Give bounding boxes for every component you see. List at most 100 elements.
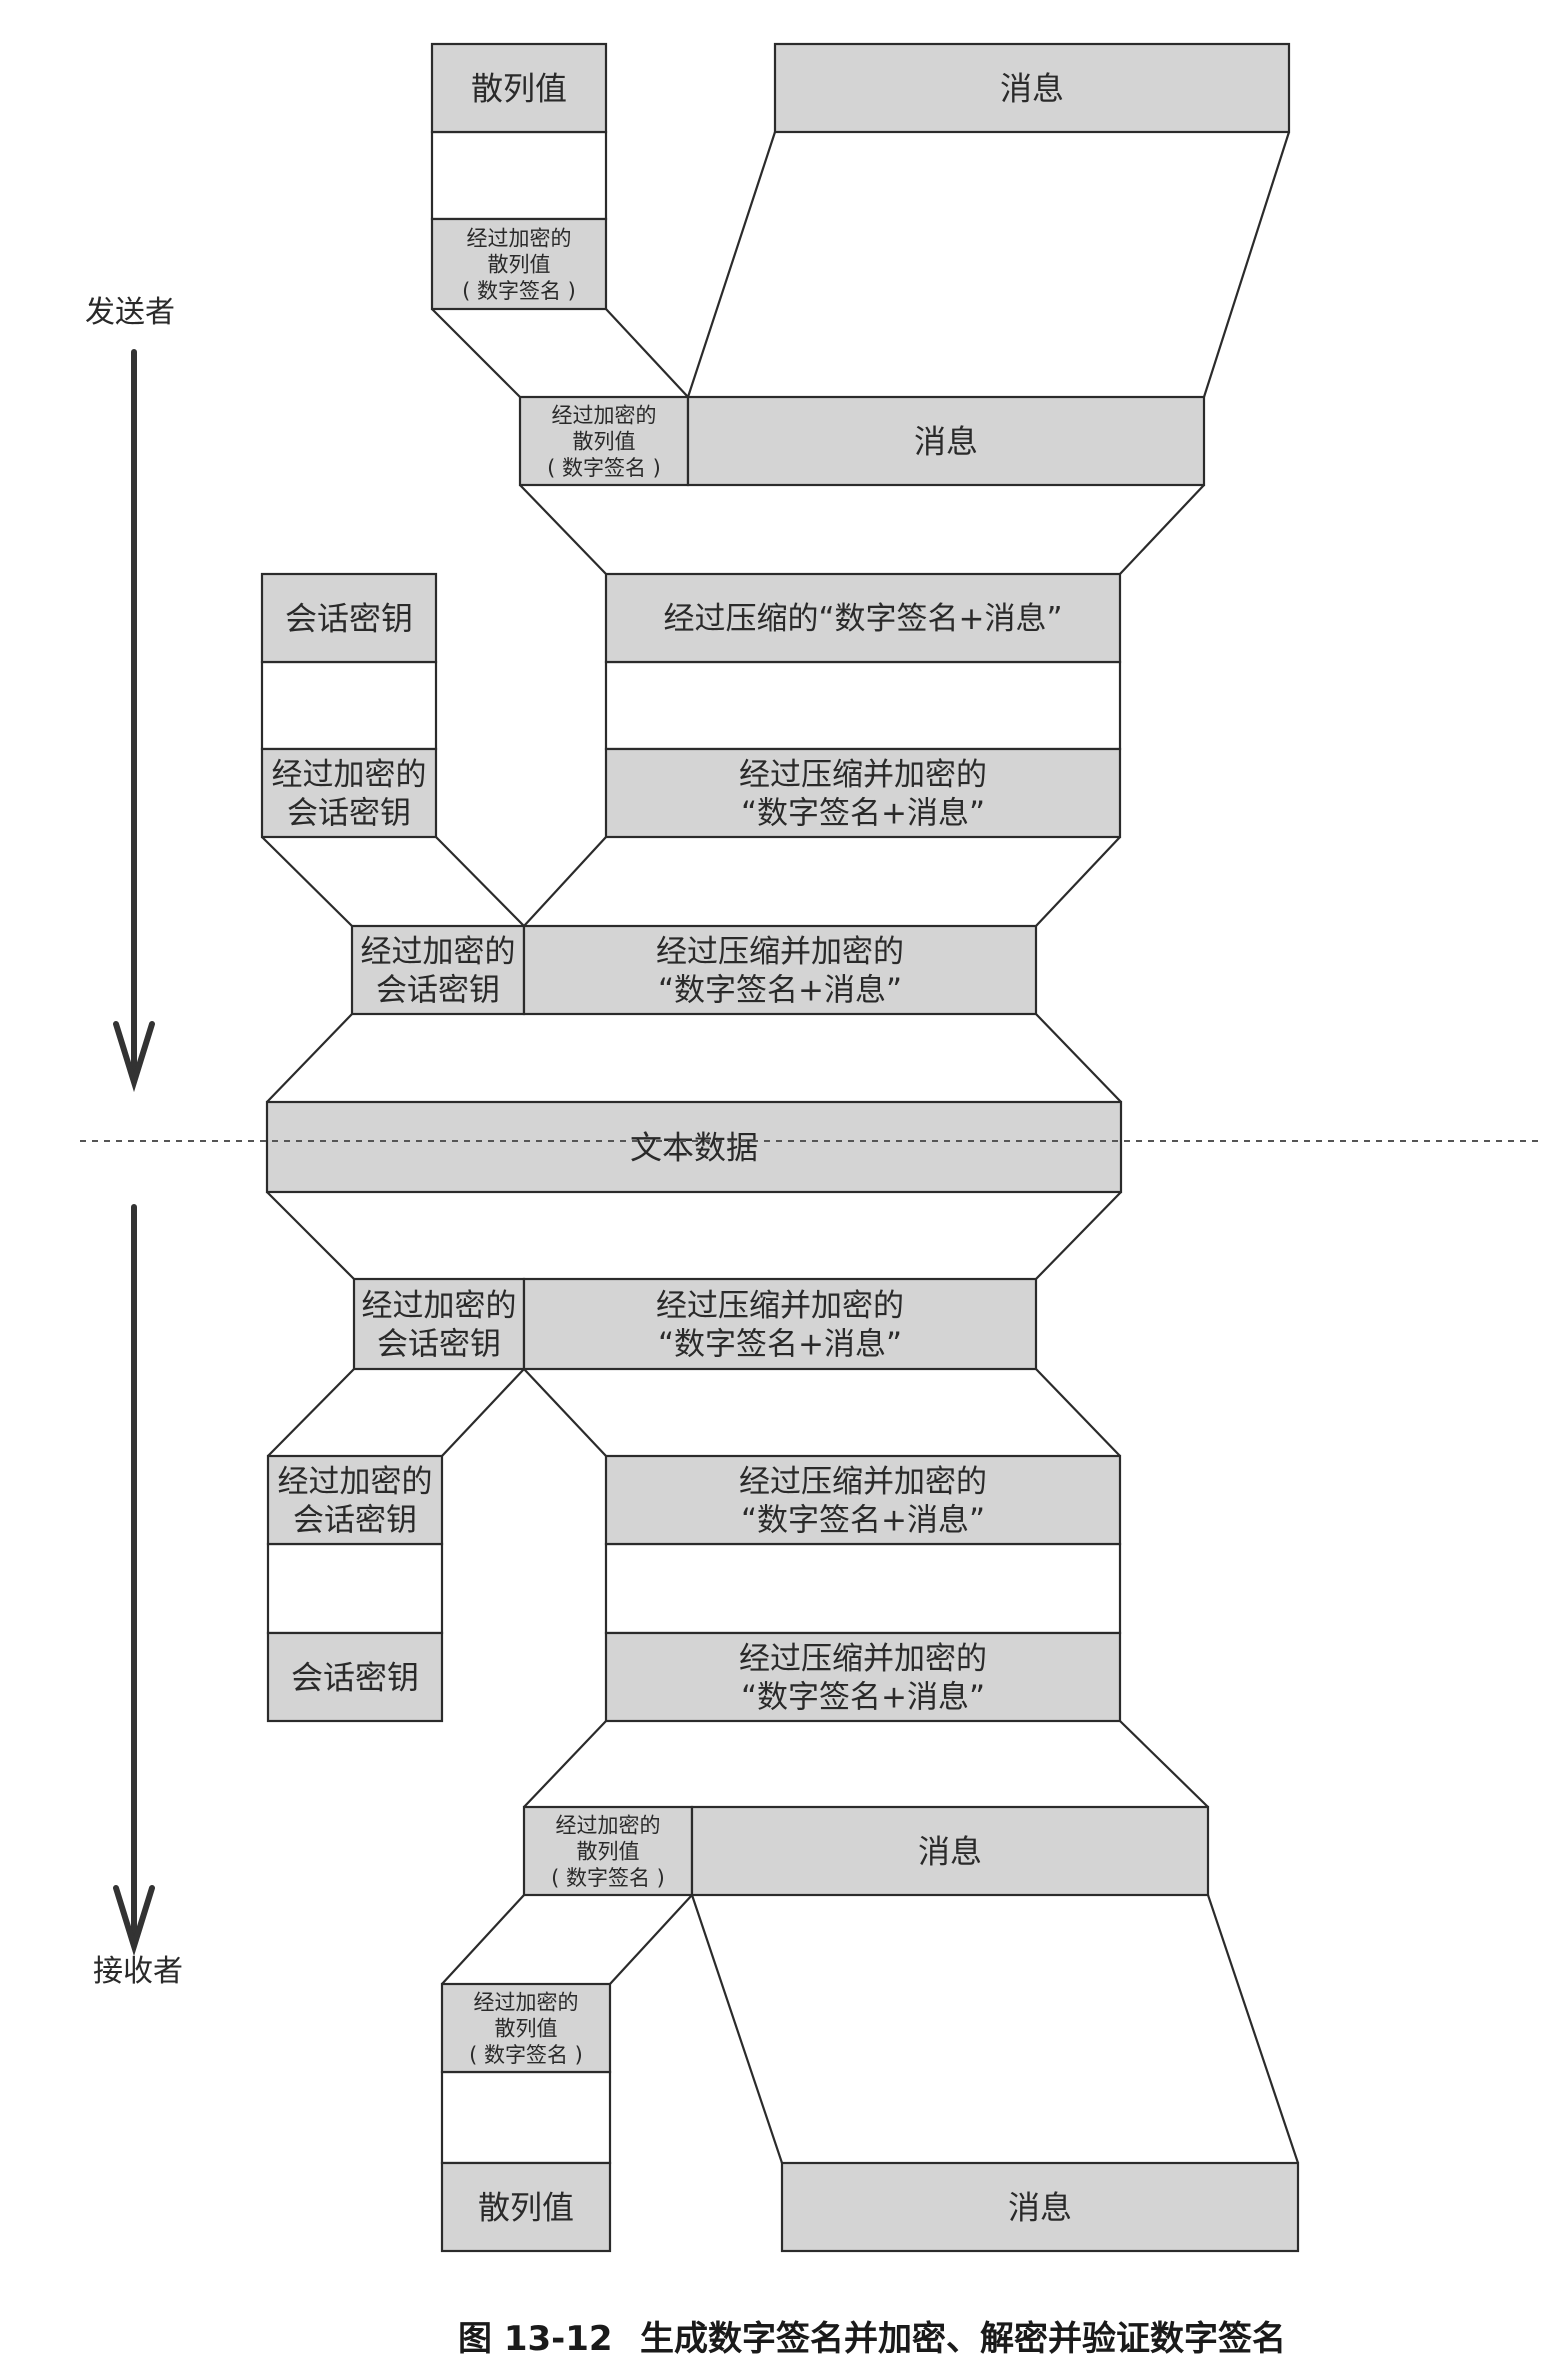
sender-hash-stack-middle [430,130,608,221]
link-recv-hash-left [441,1894,525,1985]
sender-enc-session-key-box-text-line-2: 会话密钥 [376,973,500,1009]
receiver-session-key-stack-bottom-text: 会话密钥 [291,1659,419,1697]
figure-caption-title: 生成数字签名并加密、解密并验证数字签名 [640,2319,1286,2359]
receiver-session-key-stack-top-text-line-1: 经过加密的 [278,1464,433,1500]
sender-enc-payload-box: 经过压缩并加密的“数字签名+消息” [522,924,1038,1016]
receiver-enc-payload-box-rect [522,1277,1038,1371]
receiver-hash-stack-top-text-line-3: ( 数字签名 ) [469,2043,583,2067]
receiver-enc-session-key-box-text-line-1: 经过加密的 [362,1288,517,1324]
receiver-signed-hash-box-text-line-1: 经过加密的 [556,1813,661,1837]
sender-compress-stack: 经过压缩的“数字签名+消息” 经过压缩并加密的“数字签名+消息” [604,572,1122,839]
text-data-box: 文本数据 [265,1100,1123,1194]
sender-compress-stack-bottom [604,747,1122,839]
sender-session-key-stack-bottom-text-line-2: 会话密钥 [287,796,411,832]
link-message-left [686,131,777,398]
receiver-session-key-stack-top-text-line-2: 会话密钥 [293,1503,417,1539]
receiver-decrypt-stack-top-text-line-1: 经过压缩并加密的 [739,1464,987,1500]
sender-enc-payload-box-rect [522,924,1038,1016]
text-data-box-text: 文本数据 [630,1129,758,1167]
link-payload-right [1035,836,1121,927]
link-signed-to-compress-left [519,484,607,575]
sender-compress-stack-bottom-text-line-1: 经过压缩并加密的 [739,757,987,793]
link-recv-message-right [1206,1894,1300,2164]
receiver-enc-session-key-box-text-line-2: 会话密钥 [377,1327,501,1363]
connector-lines [261,131,1300,2164]
receiver-decrypt-stack-top [604,1454,1122,1546]
receiver-session-key-stack-bottom [266,1631,444,1723]
sender-session-key-stack-top-text: 会话密钥 [285,600,413,638]
receiver-decrypt-stack-bottom-text-line-2: “数字签名+消息” [741,1680,985,1716]
sender-message-box-text: 消息 [1000,70,1064,108]
receiver-hash-stack-bottom-text: 散列值 [478,2189,574,2227]
link-recv-decrypt-right [1119,1720,1209,1808]
sender-enc-session-key-box-text-line-1: 经过加密的 [361,934,516,970]
link-signed-to-compress-right [1119,484,1205,575]
receiver-hash-stack-middle [440,2070,612,2165]
link-message-right [1202,131,1291,398]
text-data-box-rect [265,1100,1123,1194]
sender-hash-stack-bottom-text-line-2: 散列值 [488,253,551,277]
receiver-signed-message-box: 消息 [690,1805,1210,1897]
receiver-decrypt-stack-top-text-line-2: “数字签名+消息” [741,1503,985,1539]
sender-enc-payload-box-text-line-1: 经过压缩并加密的 [656,934,904,970]
sender-hash-stack-bottom [430,217,608,311]
sender-message-box-rect [773,42,1291,134]
sender-session-key-stack-bottom-text-line-1: 经过加密的 [272,757,427,793]
sender-signed-message-box: 消息 [686,395,1206,487]
receiver-hash-stack-top-text-line-1: 经过加密的 [474,1990,579,2014]
sender-hash-stack-bottom-text-line-3: ( 数字签名 ) [462,279,576,303]
receiver-hash-stack-bottom [440,2161,612,2253]
link-enc-hash-left [431,308,521,398]
receiver-decrypt-stack-middle [604,1542,1122,1635]
receiver-hash-stack-top-text-line-2: 散列值 [495,2017,558,2041]
sender-compress-stack-top-text: 经过压缩的“数字签名+消息” [663,601,1062,637]
sender-compress-stack-bottom-text-line-2: “数字签名+消息” [741,796,985,832]
figure-caption-number: 图 13-12 [458,2319,613,2359]
sender-compress-stack-middle [604,660,1122,751]
sender-signed-message-box-rect [686,395,1206,487]
receiver-enc-payload-box-text-line-2: “数字签名+消息” [658,1327,902,1363]
link-recv-payload-left [523,1368,607,1457]
receiver-decrypt-stack-bottom [604,1631,1122,1723]
sender-enc-payload-box-text-line-2: “数字签名+消息” [658,973,902,1009]
sender-hash-stack-bottom-text-line-1: 经过加密的 [467,226,572,250]
sender-signed-hash-box-text-line-1: 经过加密的 [552,403,657,427]
receiver-message-box-rect [780,2161,1300,2253]
sender-arrow [113,349,155,1093]
sender-signed-hash-box-text-line-2: 散列值 [573,430,636,454]
sender-signed-hash-box-rect [518,395,690,487]
receiver-message-box: 消息 [780,2161,1300,2253]
receiver-arrow [113,1204,155,1957]
receiver-signed-hash-box-rect [522,1805,694,1897]
link-from-textdata-left [266,1191,355,1280]
sender-enc-session-key-box-rect [350,924,526,1016]
link-recv-session-left [267,1368,355,1457]
receiver-enc-payload-box-text-line-1: 经过压缩并加密的 [656,1288,904,1324]
sender-hash-stack-top [430,42,608,134]
sender-message-box: 消息 [773,42,1291,134]
receiver-signed-message-box-text: 消息 [918,1833,982,1871]
link-recv-session-right [441,1368,525,1457]
receiver-label: 接收者 [93,1954,183,1989]
link-to-textdata-left [266,1013,353,1103]
receiver-decrypt-stack: 经过压缩并加密的“数字签名+消息”经过压缩并加密的“数字签名+消息” [604,1454,1122,1723]
sender-session-key-stack-middle [260,660,438,751]
receiver-signed-message-box-rect [690,1805,1210,1897]
link-from-textdata-right [1035,1191,1122,1280]
receiver-session-key-stack-middle [266,1542,444,1635]
link-recv-hash-right [609,1894,693,1985]
sender-signed-message-box-text: 消息 [914,423,978,461]
link-to-textdata-right [1035,1013,1122,1103]
link-recv-payload-right [1035,1368,1121,1457]
receiver-hash-stack-top [440,1982,612,2074]
receiver-decrypt-stack-bottom-text-line-1: 经过压缩并加密的 [739,1641,987,1677]
